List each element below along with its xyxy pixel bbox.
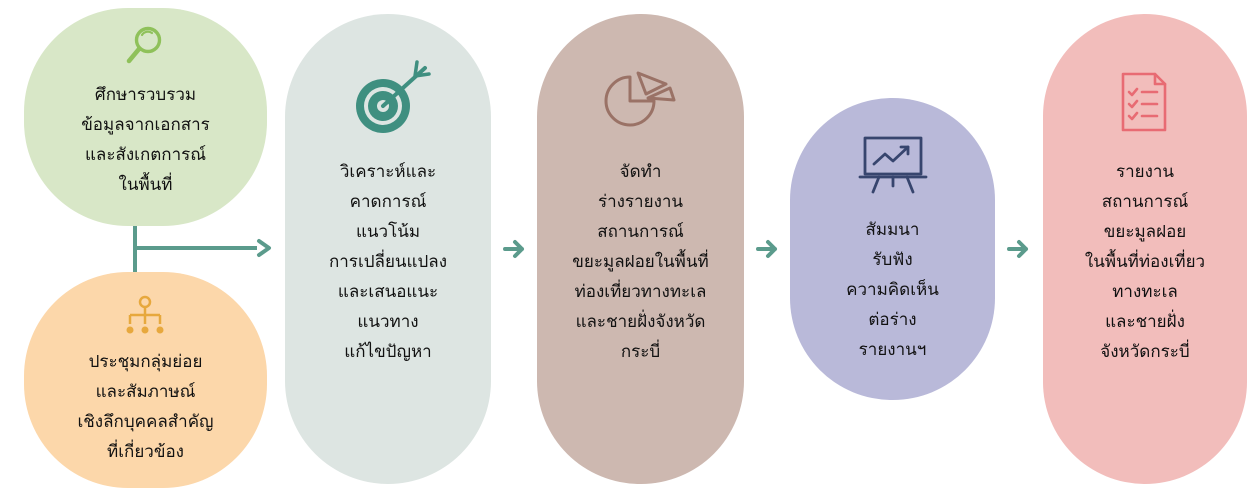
step-text-line: ในพื้นที่ท่องเที่ยว bbox=[1084, 252, 1206, 272]
connector-arrow-icon bbox=[503, 240, 524, 258]
step-text-line: ศึกษารวบรวม bbox=[94, 85, 197, 105]
step-text-line: รายงาน bbox=[1115, 162, 1175, 182]
step-text: ศึกษารวบรวม ข้อมูลจากเอกสาร และสังเกตการ… bbox=[24, 80, 267, 200]
presentation-board-icon bbox=[858, 136, 928, 194]
step-card-seminar: สัมมนา รับฟัง ความคิดเห็น ต่อร่าง รายงาน… bbox=[790, 98, 995, 400]
step-text-line: จังหวัดกระบี่ bbox=[1100, 342, 1190, 362]
step-text-line: และสัมภาษณ์ bbox=[95, 382, 196, 402]
step-text-line: และชายฝั่ง bbox=[1105, 312, 1185, 332]
step-text-line: กระบี่ bbox=[620, 342, 661, 362]
step-text-line: คาดการณ์ bbox=[349, 192, 427, 212]
step-text: สัมมนา รับฟัง ความคิดเห็น ต่อร่าง รายงาน… bbox=[790, 215, 995, 365]
step-text-line: สัมมนา bbox=[865, 220, 920, 240]
pie-chart-icon bbox=[604, 71, 676, 127]
step-card-meeting: ประชุมกลุ่มย่อย และสัมภาษณ์ เชิงลึกบุคคล… bbox=[24, 272, 267, 488]
step-text-line: สถานการณ์ bbox=[1101, 192, 1189, 212]
step-text-line: จัดทำ bbox=[619, 162, 662, 182]
step-text: รายงาน สถานการณ์ ขยะมูลฝอย ในพื้นที่ท่อง… bbox=[1043, 157, 1247, 367]
step-text-line: ในพื้นที่ bbox=[118, 175, 173, 195]
step-text-line: และเสนอแนะ bbox=[337, 282, 439, 302]
step-text: จัดทำ ร่างรายงาน สถานการณ์ ขยะมูลฝอยในพื… bbox=[537, 157, 744, 367]
step-text-line: แนวทาง bbox=[357, 312, 419, 332]
step-card-draft-report: จัดทำ ร่างรายงาน สถานการณ์ ขยะมูลฝอยในพื… bbox=[537, 14, 744, 484]
step-card-analysis: วิเคราะห์และ คาดการณ์ แนวโน้ม การเปลี่ยน… bbox=[285, 14, 491, 484]
connector-arrow-icon bbox=[756, 240, 777, 258]
step-text-line: ขยะมูลฝอยในพื้นที่ bbox=[572, 252, 709, 272]
step-text-line: และชายฝั่งจังหวัด bbox=[575, 312, 706, 332]
step-text-line: การเปลี่ยนแปลง bbox=[328, 252, 448, 272]
step-text-line: แก้ไขปัญหา bbox=[344, 342, 432, 362]
step-text: วิเคราะห์และ คาดการณ์ แนวโน้ม การเปลี่ยน… bbox=[285, 157, 491, 367]
step-text-line: ต่อร่าง bbox=[868, 310, 917, 330]
step-card-research: ศึกษารวบรวม ข้อมูลจากเอกสาร และสังเกตการ… bbox=[24, 8, 267, 226]
target-icon bbox=[356, 60, 431, 133]
checklist-icon bbox=[1121, 72, 1167, 132]
step-text-line: ขยะมูลฝอย bbox=[1103, 222, 1187, 242]
step-text-line: ความคิดเห็น bbox=[846, 280, 939, 300]
step-text-line: รายงานฯ bbox=[858, 340, 927, 360]
connector-horizontal-line bbox=[133, 246, 257, 250]
step-text-line: ประชุมกลุ่มย่อย bbox=[88, 352, 203, 372]
connector-arrow-icon bbox=[257, 239, 271, 257]
step-text-line: ที่เกี่ยวข้อง bbox=[107, 442, 184, 462]
step-text-line: ข้อมูลจากเอกสาร bbox=[81, 115, 210, 135]
step-text: ประชุมกลุ่มย่อย และสัมภาษณ์ เชิงลึกบุคคล… bbox=[24, 347, 267, 467]
step-text-line: และสังเกตการณ์ bbox=[84, 145, 207, 165]
hierarchy-icon bbox=[126, 295, 164, 334]
step-text-line: ร่างรายงาน bbox=[597, 192, 684, 212]
step-text-line: แนวโน้ม bbox=[355, 222, 421, 242]
step-card-final-report: รายงาน สถานการณ์ ขยะมูลฝอย ในพื้นที่ท่อง… bbox=[1043, 14, 1247, 484]
step-text-line: วิเคราะห์และ bbox=[339, 162, 437, 182]
step-text-line: สถานการณ์ bbox=[597, 222, 684, 242]
connector-arrow-icon bbox=[1007, 240, 1028, 258]
step-text-line: ท่องเที่ยวทางทะเล bbox=[574, 282, 707, 302]
step-text-line: เชิงลึกบุคคลสำคัญ bbox=[77, 412, 214, 432]
step-text-line: ทางทะเล bbox=[1112, 282, 1178, 302]
magnifier-icon bbox=[126, 26, 162, 64]
step-text-line: รับฟัง bbox=[872, 250, 913, 270]
